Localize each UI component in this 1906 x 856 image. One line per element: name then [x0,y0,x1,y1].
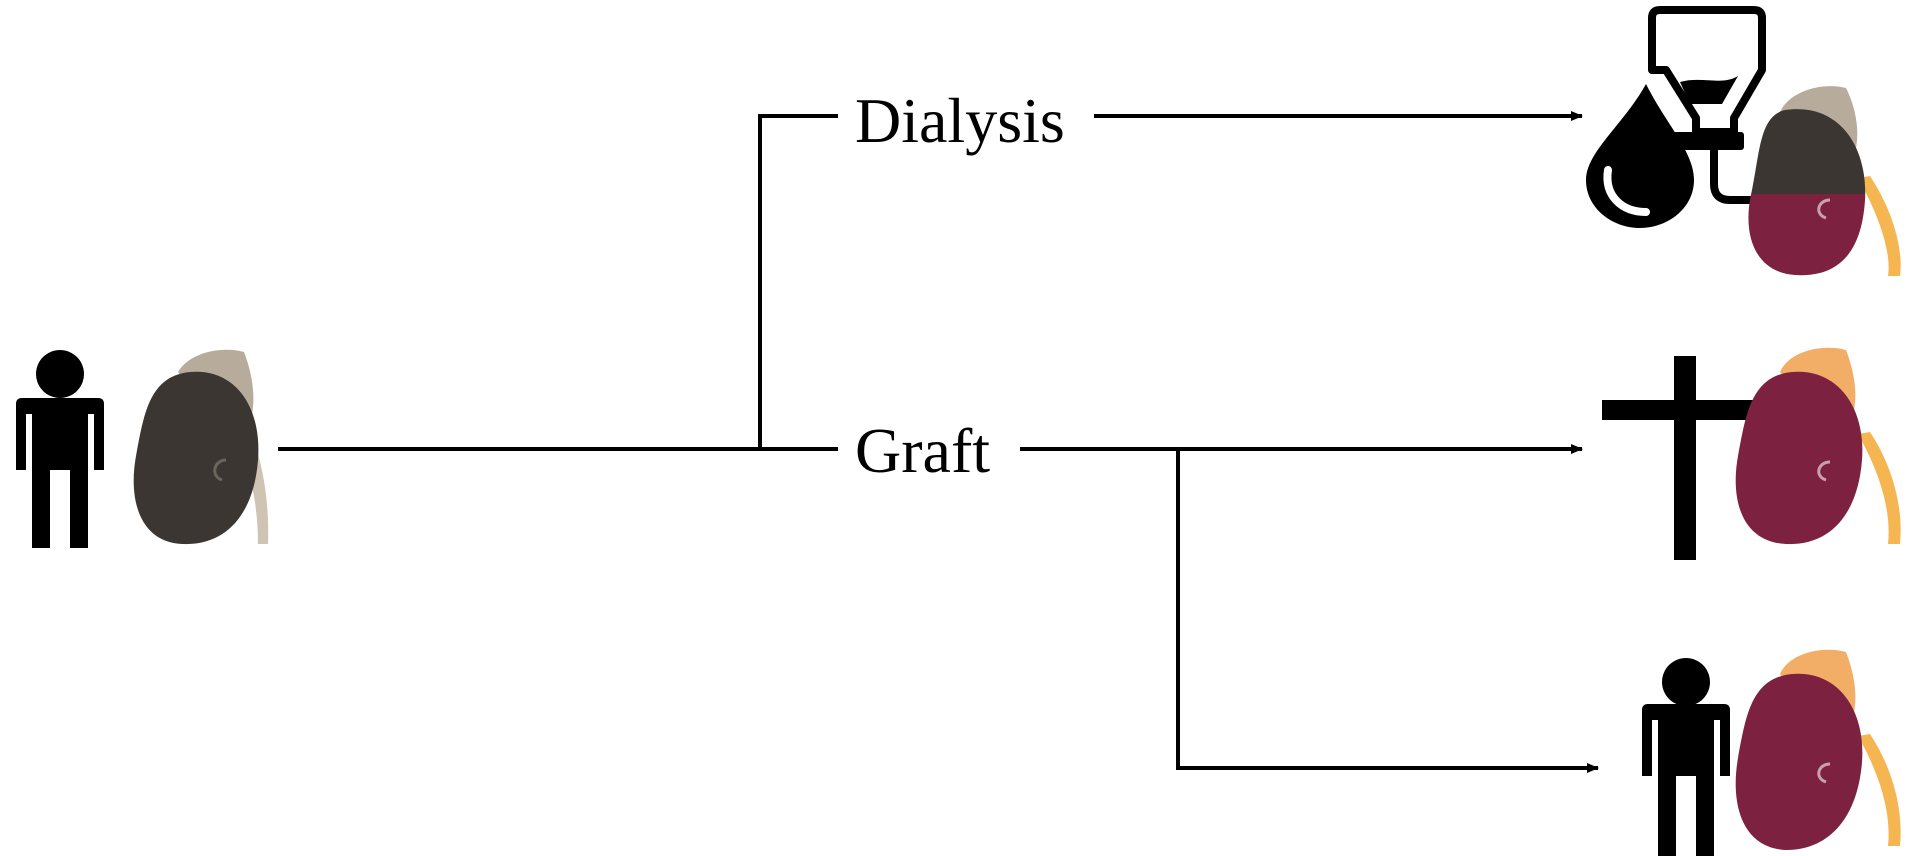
dialysis-label: Dialysis [855,85,1065,156]
dialysis-kidney-icon [1748,86,1901,276]
graft-label: Graft [855,415,990,486]
blood-drop-icon [1586,84,1694,228]
graft-to-survival-arrow [1176,449,1599,773]
graft-kidney-icon-survival [1735,649,1901,850]
cross-icon [1602,356,1770,560]
dialysis-bag-icon [1648,6,1766,204]
flow-connectors [278,111,1599,773]
survivor-person-icon [1642,658,1730,856]
start-diseased-kidney-icon [133,349,269,545]
kidney-body [133,371,259,545]
branch-vertical-line [758,114,838,449]
ureter [228,410,269,544]
graft-kidney-icon-death [1735,347,1901,545]
start-person-icon [16,350,104,548]
